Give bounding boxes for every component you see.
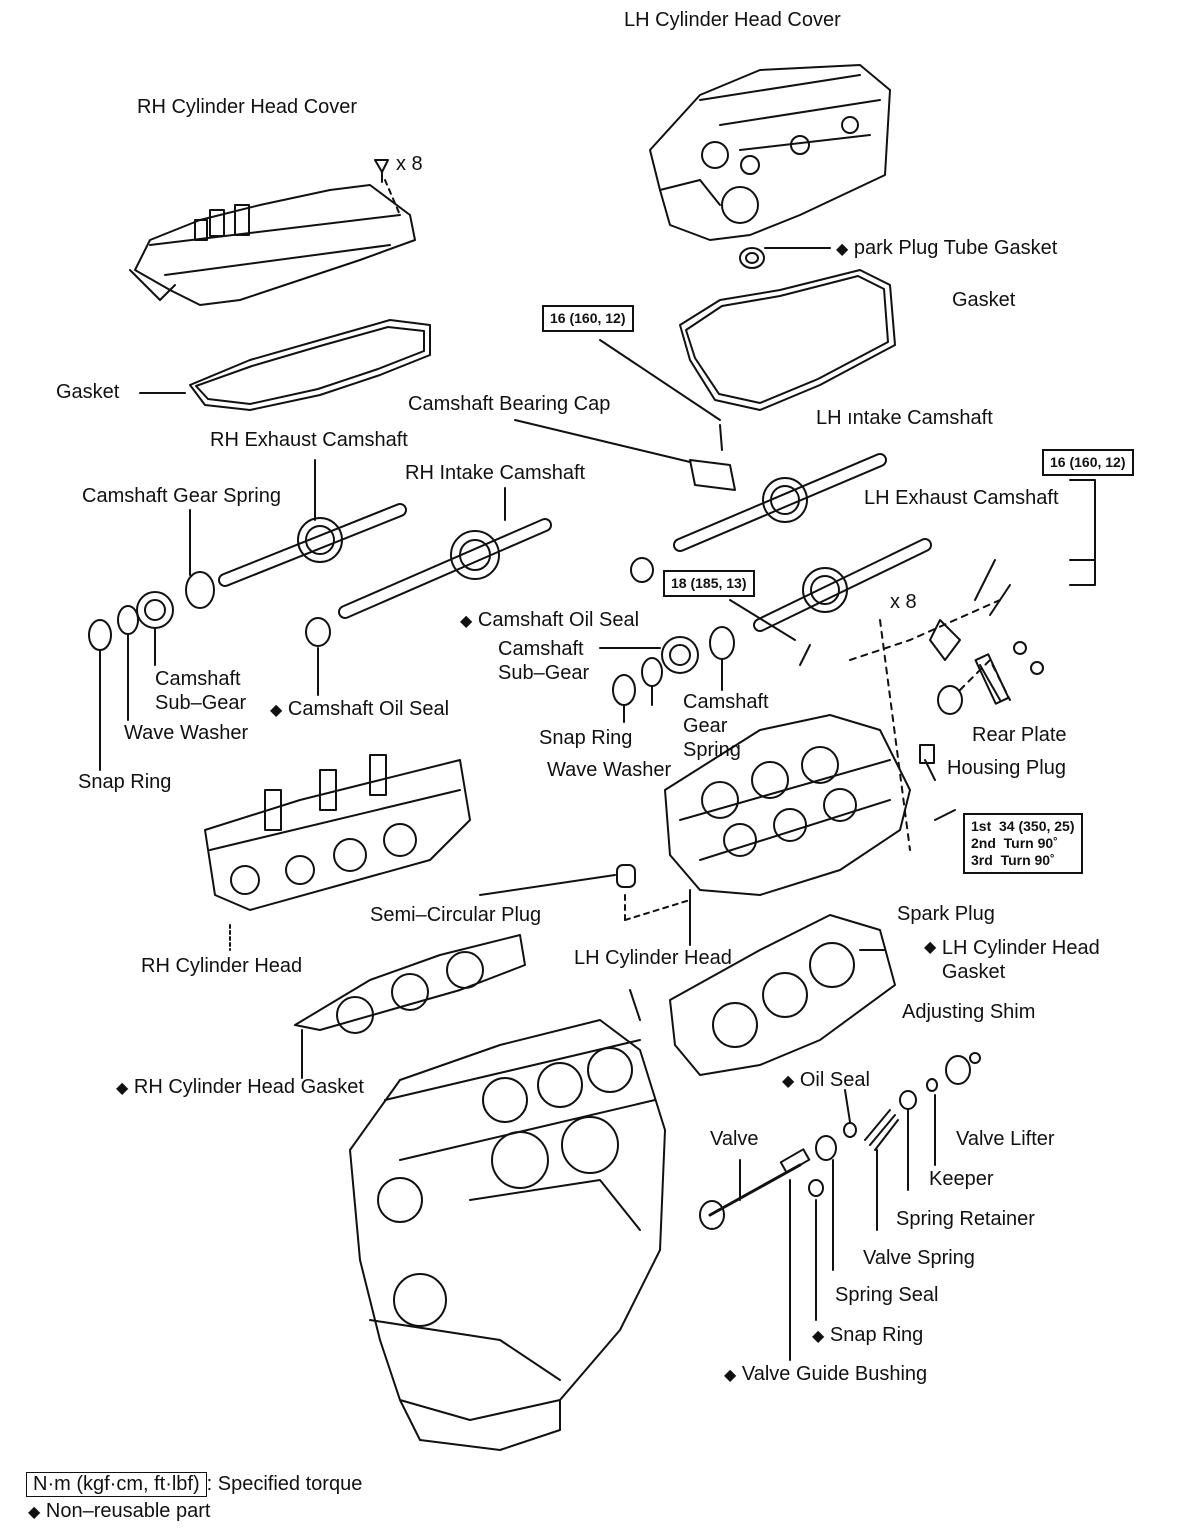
torque-box-cap-bolt: 16 (160, 12)	[542, 305, 634, 332]
nonreusable-marker: ◆	[724, 1367, 737, 1384]
label-oil-seal: ◆ Oil Seal	[782, 1069, 870, 1091]
label-keeper: Keeper	[929, 1168, 994, 1190]
nonreusable-marker: ◆	[782, 1073, 795, 1090]
torque-box-head-bolt: 18 (185, 13)	[663, 570, 755, 597]
label-valve-spring: Valve Spring	[863, 1247, 975, 1269]
engine-block-art	[349, 989, 666, 1451]
label-camshaft-oil-seal-lower: ◆ Camshaft Oil Seal	[270, 698, 450, 720]
label-rh-head-cover: RH Cylinder Head Cover	[137, 96, 358, 118]
label-lh-intake-camshaft: LH ıntake Camshaft	[816, 407, 993, 429]
legend-torque: N·m (kgf·cm, ft·lbf): Specified torque	[26, 1472, 362, 1497]
nonreusable-marker: ◆	[28, 1504, 41, 1521]
label-lh-gasket: Gasket	[952, 289, 1016, 311]
label-rh-intake-camshaft: RH Intake Camshaft	[405, 462, 586, 484]
label-spring-seal: Spring Seal	[835, 1284, 939, 1306]
label-lh-exhaust-camshaft: LH Exhaust Camshaft	[864, 487, 1059, 509]
label-lh-head-gasket: ◆ LH Cylinder Head Gasket	[924, 937, 1100, 983]
nonreusable-marker: ◆	[924, 939, 937, 956]
label-snap-ring-mid: Snap Ring	[539, 727, 633, 749]
nonreusable-marker: ◆	[270, 702, 283, 719]
label-camshaft-bearing-cap: Camshaft Bearing Cap	[408, 393, 611, 415]
label-semi-circular-plug: Semi–Circular Plug	[370, 904, 542, 926]
lh-head-cover-art	[649, 64, 891, 241]
label-camshaft-gear-spring-mid: Camshaft Gear Spring	[683, 691, 769, 761]
label-snap-ring-bottom: ◆ Snap Ring	[812, 1324, 924, 1346]
label-rh-cylinder-head: RH Cylinder Head	[141, 955, 303, 977]
legend-torque-text: : Specified torque	[206, 1473, 363, 1495]
legend-nonreusable-text: Non–reusable part	[45, 1500, 211, 1522]
label-spark-plug: Spark Plug	[897, 903, 995, 925]
label-spring-retainer: Spring Retainer	[896, 1208, 1035, 1230]
lh-cylinder-head-art	[664, 714, 911, 896]
nonreusable-marker: ◆	[836, 241, 849, 258]
label-valve-lifter: Valve Lifter	[956, 1128, 1055, 1150]
torque-box-right-side: 16 (160, 12)	[1042, 449, 1134, 476]
nonreusable-marker: ◆	[116, 1080, 129, 1097]
label-camshaft-oil-seal-upper: ◆ Camshaft Oil Seal	[460, 609, 640, 631]
label-spark-plug-tube-gasket: ◆ park Plug Tube Gasket	[836, 237, 1058, 259]
label-adjusting-shim: Adjusting Shim	[902, 1001, 1036, 1023]
legend-torque-box: N·m (kgf·cm, ft·lbf)	[26, 1472, 207, 1497]
legend-nonreusable: ◆ Non–reusable part	[28, 1500, 210, 1523]
label-rear-plate: Rear Plate	[972, 724, 1067, 746]
label-rh-exhaust-camshaft: RH Exhaust Camshaft	[210, 429, 408, 451]
label-housing-plug: Housing Plug	[947, 757, 1066, 779]
nonreusable-marker: ◆	[812, 1328, 825, 1345]
label-x8-top: x 8	[396, 153, 423, 175]
label-rh-gasket: Gasket	[56, 381, 120, 403]
label-camshaft-gear-spring-left: Camshaft Gear Spring	[82, 485, 281, 507]
nonreusable-marker: ◆	[460, 613, 473, 630]
label-camshaft-sub-gear-mid: Camshaft Sub–Gear	[498, 638, 590, 684]
label-rh-head-gasket: ◆ RH Cylinder Head Gasket	[116, 1076, 364, 1098]
label-wave-washer-mid: Wave Washer	[547, 759, 672, 781]
label-valve-guide-bushing: ◆ Valve Guide Bushing	[724, 1363, 928, 1385]
label-lh-cylinder-head: LH Cylinder Head	[574, 947, 732, 969]
label-camshaft-sub-gear-left: Camshaft Sub–Gear	[155, 668, 247, 714]
torque-box-head-sequence: 1st 34 (350, 25) 2nd Turn 90˚ 3rd Turn 9…	[963, 813, 1083, 874]
label-snap-ring-left: Snap Ring	[78, 771, 172, 793]
rh-cylinder-head-art	[204, 754, 471, 911]
label-lh-head-cover: LH Cylinder Head Cover	[624, 9, 841, 31]
label-valve: Valve	[710, 1128, 759, 1150]
label-x8-mid: x 8	[890, 591, 917, 613]
rh-head-cover-art	[129, 184, 416, 306]
label-wave-washer-left: Wave Washer	[124, 722, 249, 744]
